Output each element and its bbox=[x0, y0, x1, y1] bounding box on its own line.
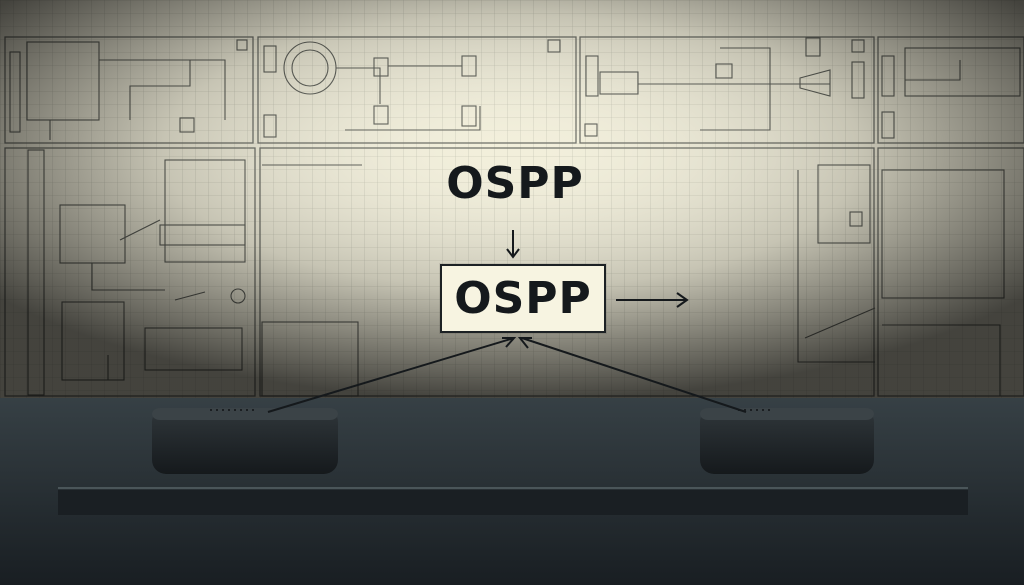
arrow-right-device bbox=[521, 337, 747, 413]
arrow-left-device bbox=[267, 337, 515, 413]
blueprint-wall bbox=[0, 0, 1024, 400]
device-right bbox=[700, 408, 874, 474]
center-box: OSPP bbox=[440, 264, 606, 333]
center-box-label: OSPP bbox=[454, 273, 592, 324]
device-left bbox=[152, 408, 338, 474]
top-label: OSPP bbox=[446, 158, 584, 209]
diagram-arrows bbox=[267, 230, 747, 413]
